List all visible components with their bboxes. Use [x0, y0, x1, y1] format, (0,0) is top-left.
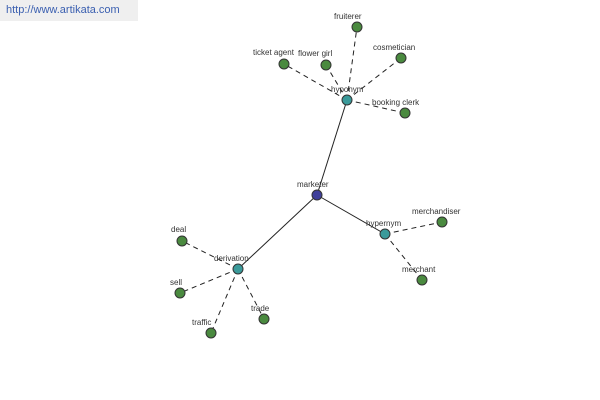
node-merchant[interactable]	[416, 274, 428, 286]
graph-edges	[179, 26, 443, 334]
node-label-merchant: merchant	[402, 265, 436, 274]
edge-derivation-sell	[179, 268, 239, 294]
node-booking-clerk[interactable]	[399, 107, 411, 119]
node-marketer[interactable]	[311, 189, 323, 201]
edge-marketer-hypernym	[316, 194, 386, 235]
node-hypernym[interactable]	[379, 228, 391, 240]
node-label-sell: sell	[170, 278, 182, 287]
edge-hyponym-booking-clerk	[346, 99, 406, 114]
node-label-fruiterer: fruiterer	[334, 12, 362, 21]
edge-hyponym-ticket-agent	[283, 63, 348, 101]
node-ticket-agent[interactable]	[278, 58, 290, 70]
node-merchandiser[interactable]	[436, 216, 448, 228]
node-flower-girl[interactable]	[320, 59, 332, 71]
node-label-derivation: derivation	[214, 254, 249, 263]
node-derivation[interactable]	[232, 263, 244, 275]
node-label-traffic: traffic	[192, 318, 211, 327]
edge-hyponym-cosmetician	[346, 57, 402, 101]
node-label-cosmetician: cosmetician	[373, 43, 415, 52]
node-label-booking-clerk: booking clerk	[372, 98, 420, 107]
edge-hypernym-merchandiser	[384, 221, 443, 235]
node-label-deal: deal	[171, 225, 186, 234]
edge-hyponym-flower-girl	[325, 64, 348, 101]
node-cosmetician[interactable]	[395, 52, 407, 64]
node-label-trade: trade	[251, 304, 270, 313]
node-label-ticket-agent: ticket agent	[253, 48, 295, 57]
edge-hyponym-fruiterer	[346, 26, 358, 101]
edge-derivation-traffic	[210, 268, 239, 334]
source-link[interactable]: http://www.artikata.com	[6, 4, 120, 16]
node-label-hyponym: hyponym	[331, 85, 364, 94]
node-label-marketer: marketer	[297, 180, 329, 189]
edge-hypernym-merchant	[384, 233, 423, 281]
node-hyponym[interactable]	[341, 94, 353, 106]
node-traffic[interactable]	[205, 327, 217, 339]
node-label-hypernym: hypernym	[366, 219, 401, 228]
graph-labels: marketer hyponym hypernym derivation fruiter…	[170, 12, 461, 327]
edge-marketer-derivation	[237, 194, 318, 270]
node-fruiterer[interactable]	[351, 21, 363, 33]
node-trade[interactable]	[258, 313, 270, 325]
node-label-merchandiser: merchandiser	[412, 207, 461, 216]
node-sell[interactable]	[174, 287, 186, 299]
edge-derivation-trade	[237, 268, 265, 320]
edge-derivation-deal	[181, 240, 239, 270]
graph-nodes	[174, 21, 448, 339]
edge-marketer-hyponym	[316, 99, 348, 196]
node-label-flower-girl: flower girl	[298, 49, 332, 58]
source-bar: http://www.artikata.com	[0, 0, 138, 21]
node-deal[interactable]	[176, 235, 188, 247]
